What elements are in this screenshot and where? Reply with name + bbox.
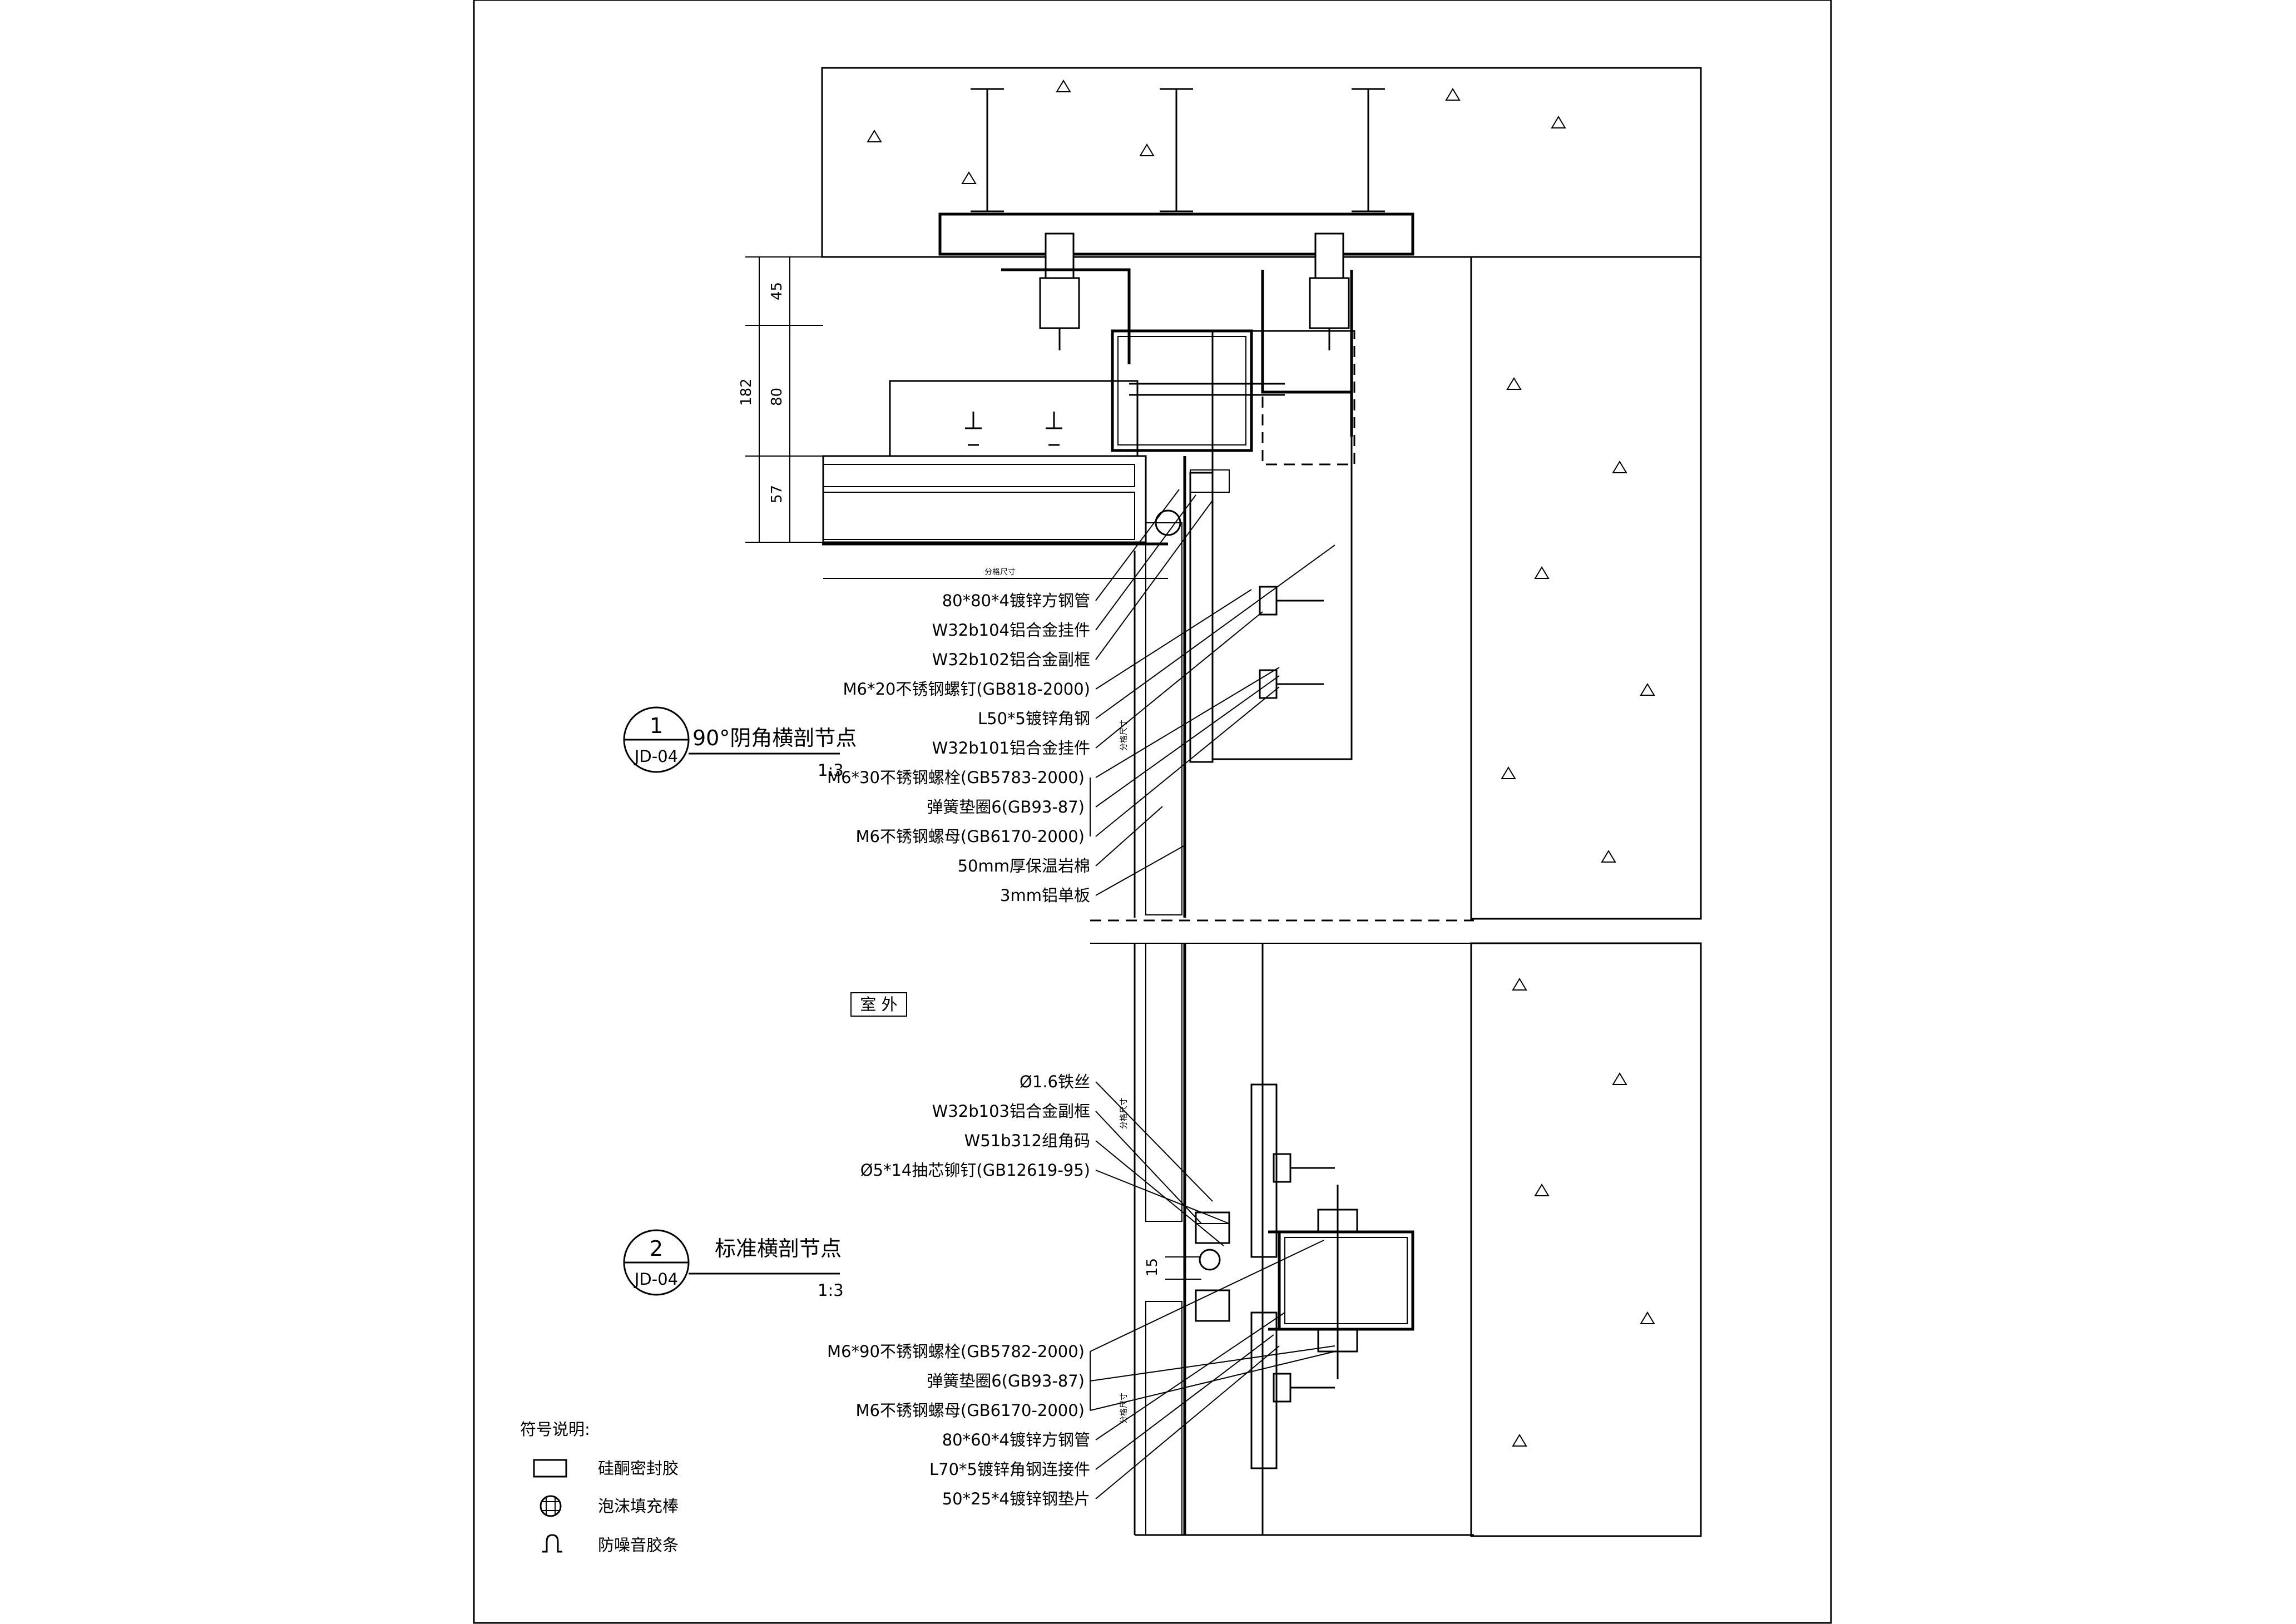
detail2-leader-lines [1090, 1081, 1335, 1499]
crosshatch-circle-icon [540, 1495, 562, 1517]
outdoor-label-box: 室 外 [850, 992, 907, 1017]
foam-rod-2 [1199, 1249, 1221, 1271]
callout-8: 弹簧垫圈6(GB93-87) [927, 798, 1085, 816]
detail2-scale: 1:3 [818, 1281, 844, 1300]
dim-182: 182 [738, 378, 755, 406]
legend-item-2: 泡沫填充棒 [598, 1497, 679, 1516]
detail1-title-block: 1 JD-04 90°阴角横剖节点 1:3 [623, 706, 857, 780]
detail2-callouts-bottom: M6*90不锈钢螺栓(GB5782-2000) 弹簧垫圈6(GB93-87) M… [827, 1342, 1090, 1508]
detail2-geometry [1134, 943, 1474, 1536]
dim-15: 15 [1144, 1258, 1161, 1276]
legend: 符号说明: 硅酮密封胶 泡沫填充棒 防噪音胶条 [520, 1420, 679, 1554]
grid-size-label-v2: 分格尺寸 [1120, 1098, 1129, 1129]
detail1-leader-lines [1090, 489, 1335, 896]
callout-2-4: Ø5*14抽芯铆钉(GB12619-95) [860, 1161, 1090, 1180]
sheet-border [473, 0, 1832, 1624]
grid-size-label-v1: 分格尺寸 [1120, 720, 1129, 751]
detail1-title: 90°阴角横剖节点 [692, 726, 857, 750]
legend-title: 符号说明: [520, 1420, 590, 1439]
detail1-scale: 1:3 [818, 761, 844, 780]
callout-7: M6*30不锈钢螺栓(GB5783-2000) [827, 768, 1085, 787]
concrete-top [821, 67, 1702, 258]
foam-rod [1155, 509, 1181, 536]
callout-2-3: W51b312组角码 [964, 1131, 1090, 1150]
detail2-title-block: 2 JD-04 标准横剖节点 1:3 [623, 1229, 844, 1300]
legend-item-3: 防噪音胶条 [598, 1536, 679, 1554]
dim-45: 45 [769, 282, 785, 300]
detail2-callouts-top: Ø1.6铁丝 W32b103铝合金副框 W51b312组角码 Ø5*14抽芯铆钉… [860, 1072, 1090, 1180]
outdoor-label: 室 外 [860, 995, 897, 1014]
callout-4: M6*20不锈钢螺钉(GB818-2000) [843, 680, 1091, 699]
detail1-sheet: JD-04 [634, 747, 678, 766]
callout-2: W32b104铝合金挂件 [932, 621, 1090, 640]
callout-3: W32b102铝合金副框 [932, 650, 1090, 669]
callout-1: 80*80*4镀锌方钢管 [942, 591, 1090, 610]
callout-2-7: M6不锈钢螺母(GB6170-2000) [855, 1401, 1085, 1420]
detail2-sheet: JD-04 [634, 1270, 678, 1289]
detail1-number: 1 [650, 714, 663, 738]
concrete-wall-lower [1470, 942, 1702, 1537]
dim-80: 80 [769, 388, 785, 406]
callout-10: 50mm厚保温岩棉 [958, 856, 1090, 875]
callout-9: M6不锈钢螺母(GB6170-2000) [855, 827, 1085, 846]
hatched-rect-icon [533, 1459, 567, 1478]
callout-2-10: 50*25*4镀锌钢垫片 [942, 1489, 1090, 1508]
dim-57: 57 [769, 485, 785, 503]
callout-5: L50*5镀锌角钢 [978, 709, 1090, 728]
callout-2-2: W32b103铝合金副框 [932, 1102, 1090, 1121]
callout-6: W32b101铝合金挂件 [932, 739, 1090, 757]
callout-2-9: L70*5镀锌角钢连接件 [929, 1460, 1090, 1479]
detail2-number: 2 [650, 1236, 663, 1261]
legend-item-1: 硅酮密封胶 [598, 1459, 679, 1478]
callout-2-1: Ø1.6铁丝 [1020, 1072, 1090, 1091]
callout-2-6: 弹簧垫圈6(GB93-87) [927, 1372, 1085, 1390]
callout-2-8: 80*60*4镀锌方钢管 [942, 1430, 1090, 1449]
detail1-geometry [745, 88, 1414, 918]
detail2-title: 标准横剖节点 [715, 1236, 842, 1261]
omega-strip-icon [542, 1534, 562, 1553]
detail1-callouts: 80*80*4镀锌方钢管 W32b104铝合金挂件 W32b102铝合金副框 M… [827, 591, 1090, 905]
concrete-wall-upper [1470, 256, 1702, 920]
callout-2-5: M6*90不锈钢螺栓(GB5782-2000) [827, 1342, 1085, 1361]
callout-11: 3mm铝单板 [1000, 886, 1090, 905]
grid-size-label-v3: 分格尺寸 [1120, 1393, 1129, 1424]
grid-size-label-h: 分格尺寸 [984, 568, 1016, 577]
